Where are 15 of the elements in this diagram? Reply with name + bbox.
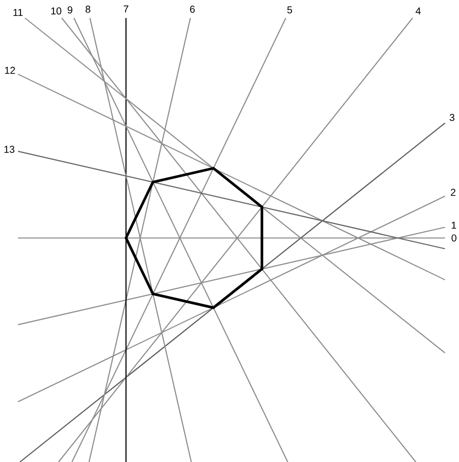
line-number: 3 <box>450 114 454 121</box>
line-number: 7 <box>124 6 128 12</box>
line-number: 2 <box>450 188 456 196</box>
heptagon <box>124 166 264 310</box>
line-number: 1 <box>452 222 456 229</box>
line-number: 6 <box>190 6 195 13</box>
line-number: 10 <box>51 7 62 14</box>
line-number: 11 <box>14 8 23 16</box>
line-number: 13 <box>4 146 14 153</box>
line-number: 12 <box>5 66 15 74</box>
line-number: 0 <box>452 234 456 242</box>
line-number: 5 <box>287 6 292 14</box>
line-number: 8 <box>86 6 90 13</box>
line-number: 9 <box>68 6 72 14</box>
line-number: 4 <box>416 8 421 14</box>
